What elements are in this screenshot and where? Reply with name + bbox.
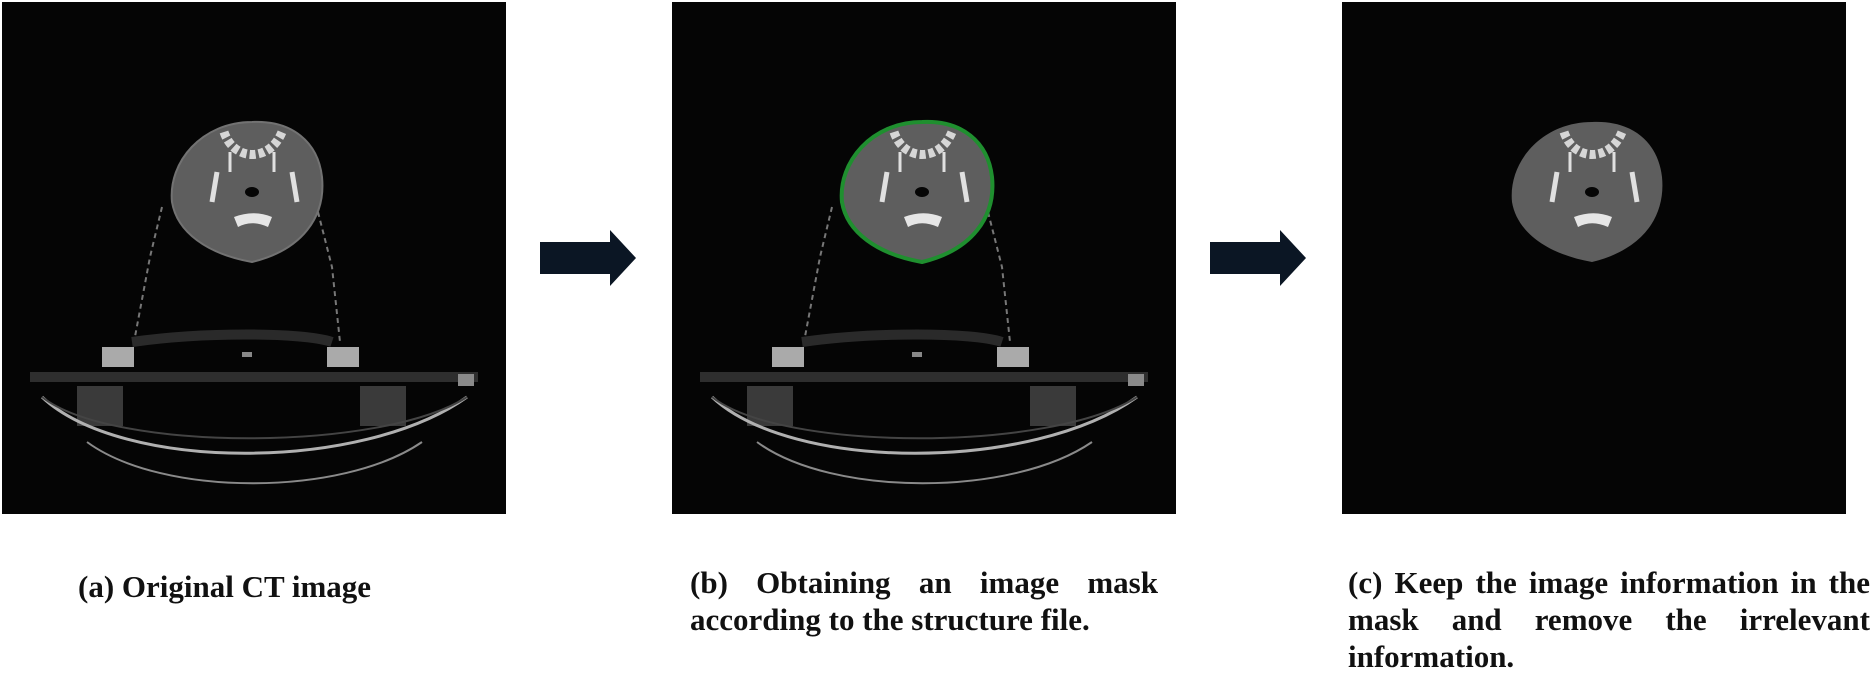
- scanner-table: [30, 329, 478, 485]
- mask-contour: [839, 119, 995, 265]
- caption-masked-result: (c) Keep the image information in the ma…: [1348, 565, 1870, 674]
- head-cross-section: [1511, 121, 1663, 262]
- right-arrow-icon: [540, 230, 636, 286]
- scanner-table: [700, 329, 1148, 485]
- masked-ct-image: [1342, 2, 1846, 514]
- head-cross-section: [841, 121, 993, 262]
- ct-scan-a: [2, 2, 506, 514]
- original-ct-image: [2, 2, 506, 514]
- right-arrow-icon: [1210, 230, 1306, 286]
- head-cross-section: [170, 120, 324, 264]
- image-mask-panel: [672, 2, 1176, 514]
- patient-support-strings: [803, 206, 1011, 343]
- caption-original-ct: (a) Original CT image: [78, 569, 372, 604]
- patient-support-strings: [133, 206, 341, 343]
- ct-scan-c: [1342, 2, 1846, 514]
- caption-image-mask: (b) Obtaining an image mask according to…: [690, 565, 1158, 637]
- ct-scan-b: [672, 2, 1176, 514]
